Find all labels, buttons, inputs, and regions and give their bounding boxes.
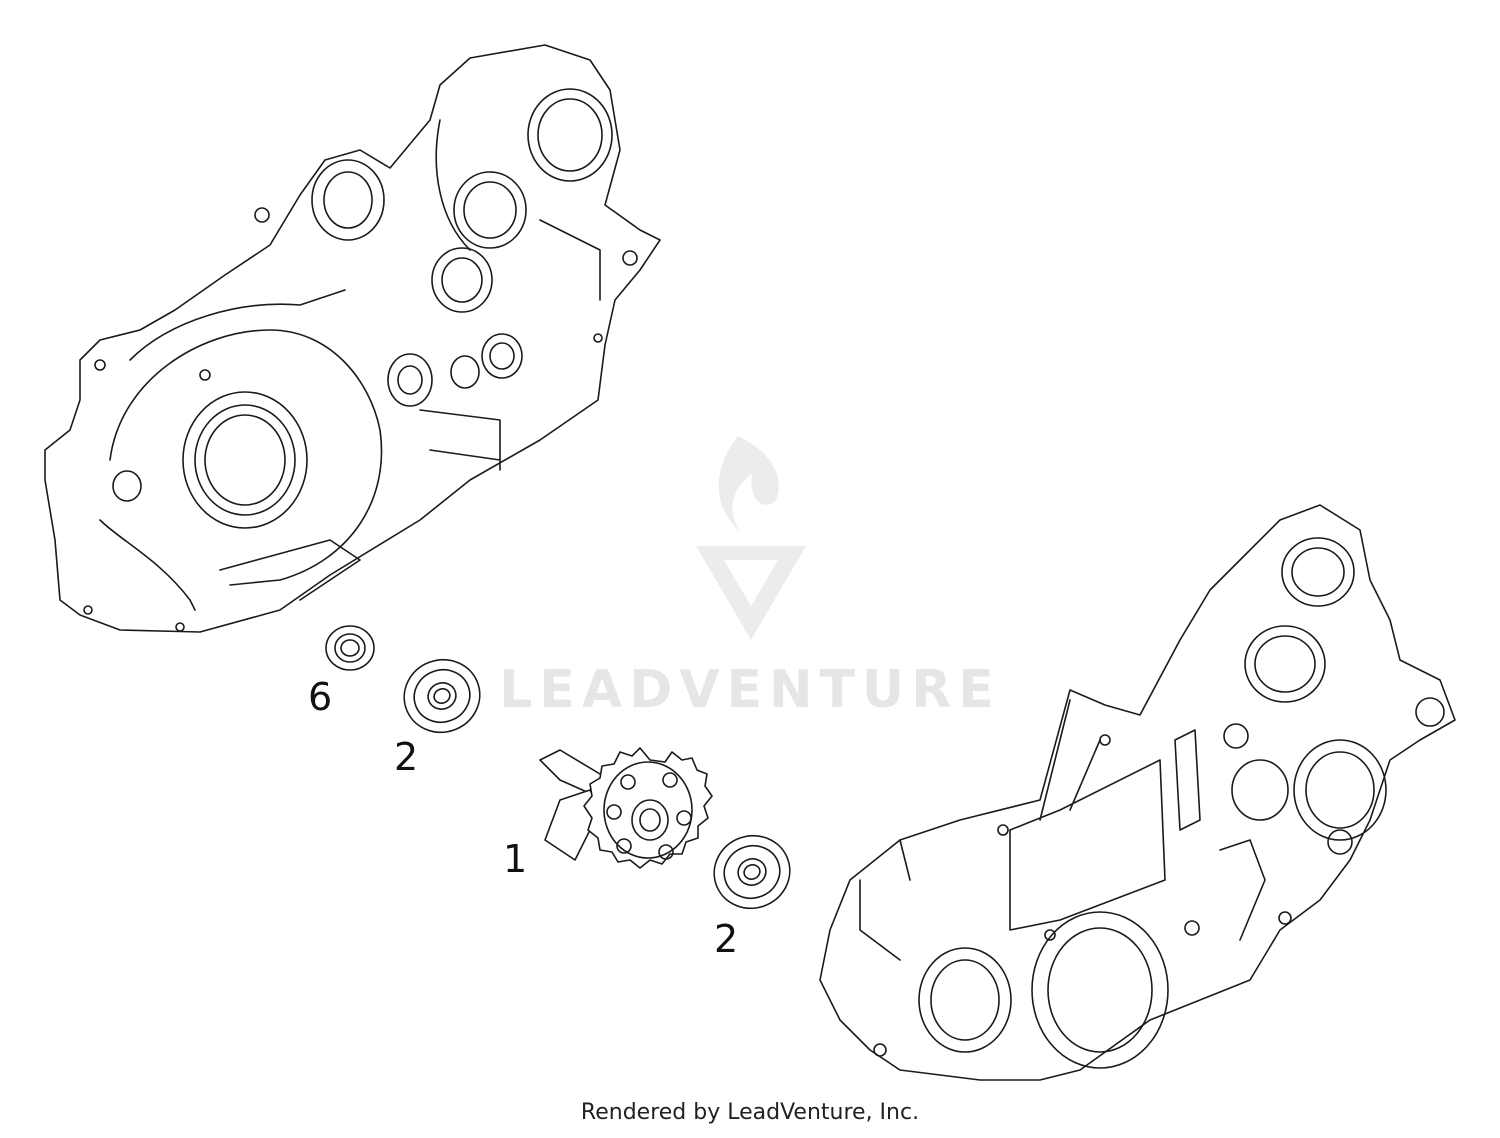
callout-2-lower: 2 bbox=[714, 917, 739, 961]
ball-bearing-lower bbox=[713, 834, 791, 910]
callout-6: 6 bbox=[308, 675, 333, 719]
footer-credit: Rendered by LeadVenture, Inc. bbox=[580, 1100, 920, 1125]
callout-2-upper: 2 bbox=[394, 735, 419, 779]
right-crankcase-half bbox=[819, 504, 1456, 1081]
left-crankcase-half bbox=[44, 44, 661, 633]
watermark-text: LEADVENTURE bbox=[499, 660, 1001, 720]
shaft-seal bbox=[325, 625, 375, 671]
callout-1: 1 bbox=[503, 837, 528, 881]
ball-bearing-upper bbox=[403, 658, 481, 734]
leadventure-logo-icon bbox=[696, 436, 806, 640]
gear-shaft-assembly bbox=[539, 747, 713, 869]
